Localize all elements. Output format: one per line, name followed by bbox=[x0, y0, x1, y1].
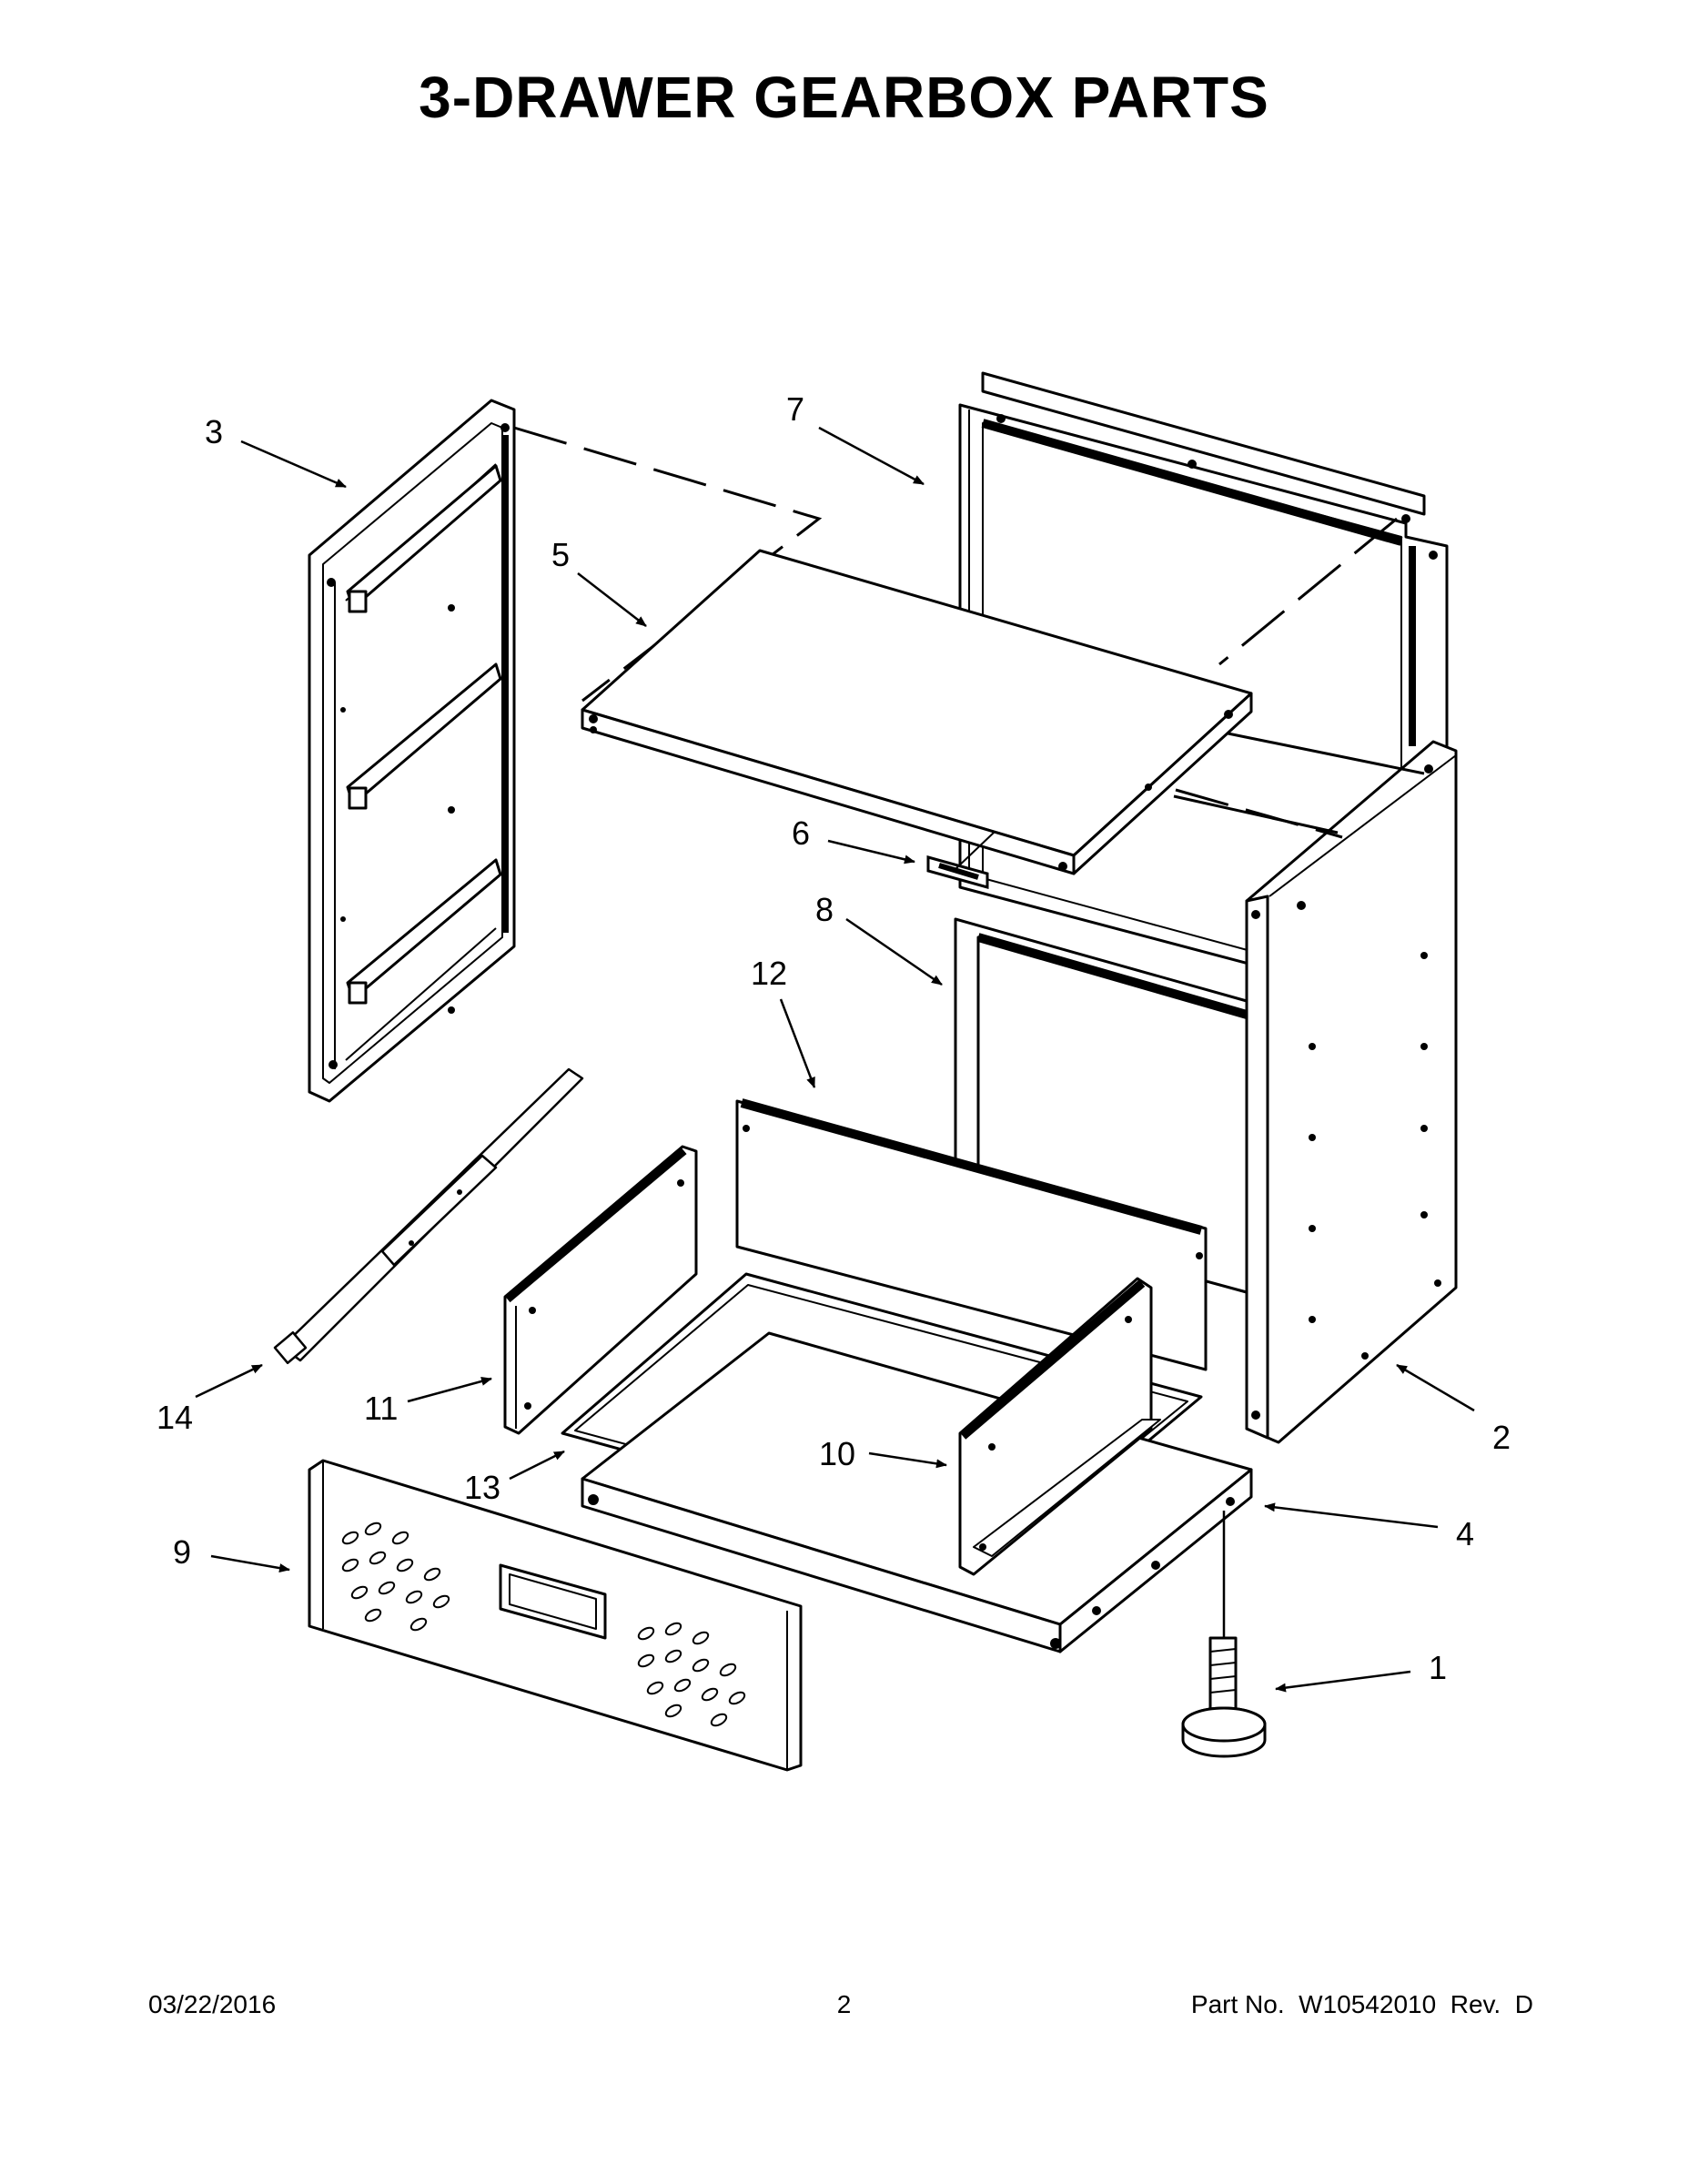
part-11-drawer-left-side bbox=[503, 1145, 698, 1435]
part-6-badge bbox=[926, 832, 995, 889]
callout-14: 14 bbox=[157, 1399, 193, 1436]
leader-5 bbox=[577, 572, 647, 627]
leader-7 bbox=[818, 426, 925, 486]
part-9-drawer-front bbox=[308, 1459, 803, 1772]
leader-12 bbox=[779, 998, 816, 1088]
callout-12: 12 bbox=[751, 955, 787, 992]
part-1-leveling-foot bbox=[1181, 1511, 1267, 1758]
guide-line-7 bbox=[1218, 517, 1398, 666]
callout-9: 9 bbox=[173, 1533, 191, 1571]
leader-11 bbox=[407, 1377, 492, 1403]
leader-1 bbox=[1275, 1670, 1411, 1693]
part-2-right-side-panel bbox=[1173, 726, 1458, 1444]
footer-date: 03/22/2016 bbox=[148, 1990, 277, 2018]
leader-10 bbox=[868, 1451, 947, 1469]
callout-6: 6 bbox=[792, 814, 810, 852]
leader-arrows bbox=[195, 426, 1475, 1693]
leader-3 bbox=[240, 440, 347, 489]
callout-8: 8 bbox=[815, 891, 834, 928]
part-12-drawer-back-panel bbox=[735, 1098, 1208, 1371]
vent-slots-right bbox=[637, 1622, 746, 1727]
part-4-bottom-base bbox=[581, 1331, 1253, 1653]
callout-7: 7 bbox=[786, 390, 804, 428]
callout-1: 1 bbox=[1429, 1649, 1447, 1686]
callout-11: 11 bbox=[364, 1390, 398, 1427]
callout-5: 5 bbox=[551, 536, 570, 573]
guide-line-2 bbox=[1175, 788, 1343, 839]
callout-4: 4 bbox=[1456, 1515, 1474, 1552]
callout-labels: 3 7 5 6 8 12 14 11 2 13 10 4 9 1 bbox=[157, 390, 1511, 1686]
part-5-top-panel bbox=[581, 549, 1253, 875]
leader-6 bbox=[827, 839, 915, 864]
callout-13: 13 bbox=[464, 1469, 500, 1506]
callout-2: 2 bbox=[1492, 1419, 1511, 1456]
part-3-left-side-panel bbox=[308, 399, 516, 1103]
part-10-drawer-right-side bbox=[958, 1277, 1161, 1576]
leader-2 bbox=[1396, 1363, 1475, 1412]
footer-part-number: Part No. W10542010 Rev. D bbox=[1190, 1990, 1533, 2018]
callout-10: 10 bbox=[819, 1435, 855, 1472]
vent-slots-left bbox=[341, 1522, 450, 1632]
leader-8 bbox=[845, 917, 943, 986]
leader-4 bbox=[1264, 1502, 1439, 1529]
part-14-drawer-slide bbox=[273, 1067, 584, 1365]
footer-page-number: 2 bbox=[836, 1990, 852, 2018]
leader-13 bbox=[509, 1450, 565, 1481]
page-title: 3-DRAWER GEARBOX PARTS bbox=[419, 65, 1269, 130]
callout-3: 3 bbox=[205, 413, 223, 450]
leader-9 bbox=[210, 1554, 290, 1573]
leader-14 bbox=[195, 1363, 263, 1399]
